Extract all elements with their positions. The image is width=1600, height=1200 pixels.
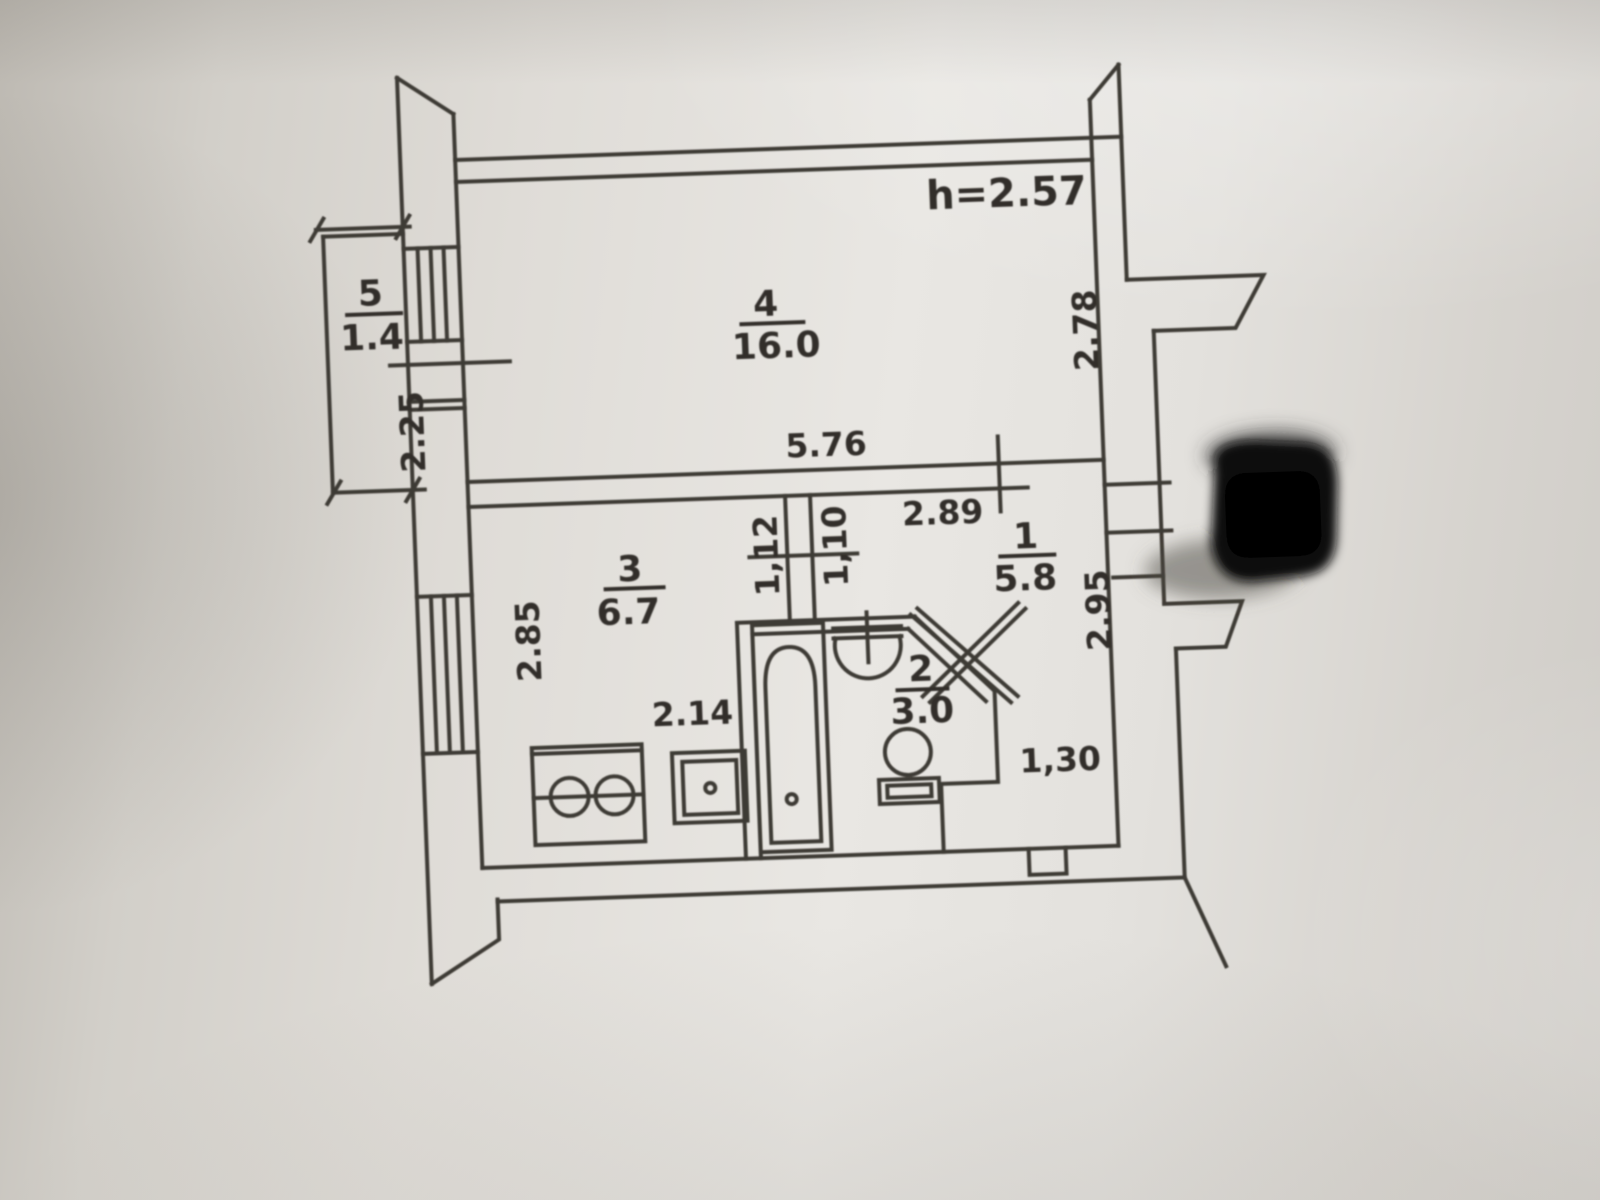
entry-door-notch (1026, 845, 1069, 877)
room-balcony-area: 1.4 (339, 317, 404, 360)
bath-wall-top-inner (750, 626, 911, 637)
room-living-area: 16.0 (731, 324, 821, 368)
bath-diagonal-inner (905, 625, 989, 705)
top-wall-outer (453, 134, 1124, 163)
room-kitchen-area: 6.7 (596, 591, 661, 634)
bath-shaft-wall (939, 688, 1001, 854)
fraction-line (895, 686, 950, 693)
room-hall-area: 5.8 (993, 557, 1058, 600)
dim-living-depth: 2.78 (1065, 289, 1107, 372)
dim-slash (324, 478, 344, 507)
balcony-outline-bottom (330, 487, 427, 495)
dim-hall-width: 2.89 (901, 492, 984, 534)
bath-wall-left-outer (734, 620, 749, 861)
dim-hall-depth: 2.95 (1077, 569, 1119, 652)
right-wall-outer-upper (1116, 62, 1129, 282)
right-stub-lower (1162, 599, 1245, 651)
kitchen-fixtures (529, 742, 750, 848)
room-bath-area: 3.0 (890, 690, 955, 733)
balcony-door-ticks (407, 397, 467, 412)
dim-kitchen-width: 2.14 (651, 693, 734, 735)
dim-living-width: 5.76 (785, 424, 868, 466)
bottom-right-cut (1182, 874, 1229, 969)
room-kitchen-number: 3 (617, 549, 644, 591)
right-wall-inner (1087, 97, 1121, 848)
left-wall-outer (394, 75, 434, 986)
balcony-outline-top (321, 231, 406, 239)
window-glazing-icon (415, 245, 450, 344)
dimension-tick (995, 434, 1003, 514)
redaction-core (1224, 470, 1322, 558)
corridor-wall-right (807, 492, 817, 623)
kitchen-sink-icon (669, 748, 750, 826)
toilet-icon (876, 726, 942, 807)
bath-wall-top-outer (734, 614, 917, 625)
washbasin-icon (831, 610, 904, 681)
top-left-cut (394, 75, 457, 117)
bottom-left-cut (429, 897, 502, 987)
right-stub-upper (1124, 272, 1267, 333)
bathroom-fixtures (749, 610, 942, 855)
left-wall-inner (451, 111, 485, 871)
room-hall-number: 1 (1012, 516, 1039, 558)
top-wall-inner (453, 157, 1095, 185)
bottom-wall-lower (495, 875, 1187, 904)
corridor-wall-left (782, 493, 792, 624)
dim-balcony-depth: 2.25 (392, 390, 434, 473)
bathtub-icon (749, 620, 834, 855)
dim-corridor-left: 1,12 (745, 514, 787, 597)
window-glazing-icon (428, 593, 465, 756)
top-right-cut (1087, 61, 1122, 103)
ceiling-height-label: h=2.57 (925, 168, 1087, 220)
balcony-and-windows (307, 212, 512, 756)
dim-kitchen-depth: 2.85 (508, 600, 550, 683)
labels: h=2.57 4 16.0 5 1.4 3 6.7 2 3.0 1 5.8 5.… (339, 168, 1119, 781)
dim-slash (307, 215, 327, 244)
balcony-outline-left (321, 234, 336, 495)
fraction-line (739, 319, 806, 327)
corridor-dim-tick (747, 551, 860, 560)
room-bath-number: 2 (907, 648, 934, 690)
dim-entry-width: 1,30 (1019, 739, 1102, 781)
fraction-line (603, 585, 666, 592)
balcony-dim-line (313, 224, 412, 233)
wall-split-tick (387, 359, 512, 368)
dim-slash (403, 475, 423, 504)
partition-living-lower (466, 485, 1030, 510)
right-jamb-tick-1 (1102, 480, 1172, 487)
outer-walls (394, 61, 1267, 987)
fraction-line (998, 552, 1057, 559)
stove-icon (529, 742, 648, 848)
room-balcony-number: 5 (357, 273, 384, 315)
right-wall-outer-low (1173, 646, 1187, 880)
redaction-blob (1144, 429, 1338, 599)
right-jamb-tick-2 (1104, 528, 1174, 535)
room-living-number: 4 (752, 283, 779, 325)
fraction-line (345, 311, 404, 318)
dim-corridor-right: 1,10 (814, 505, 856, 588)
bottom-wall-upper (480, 843, 1121, 871)
